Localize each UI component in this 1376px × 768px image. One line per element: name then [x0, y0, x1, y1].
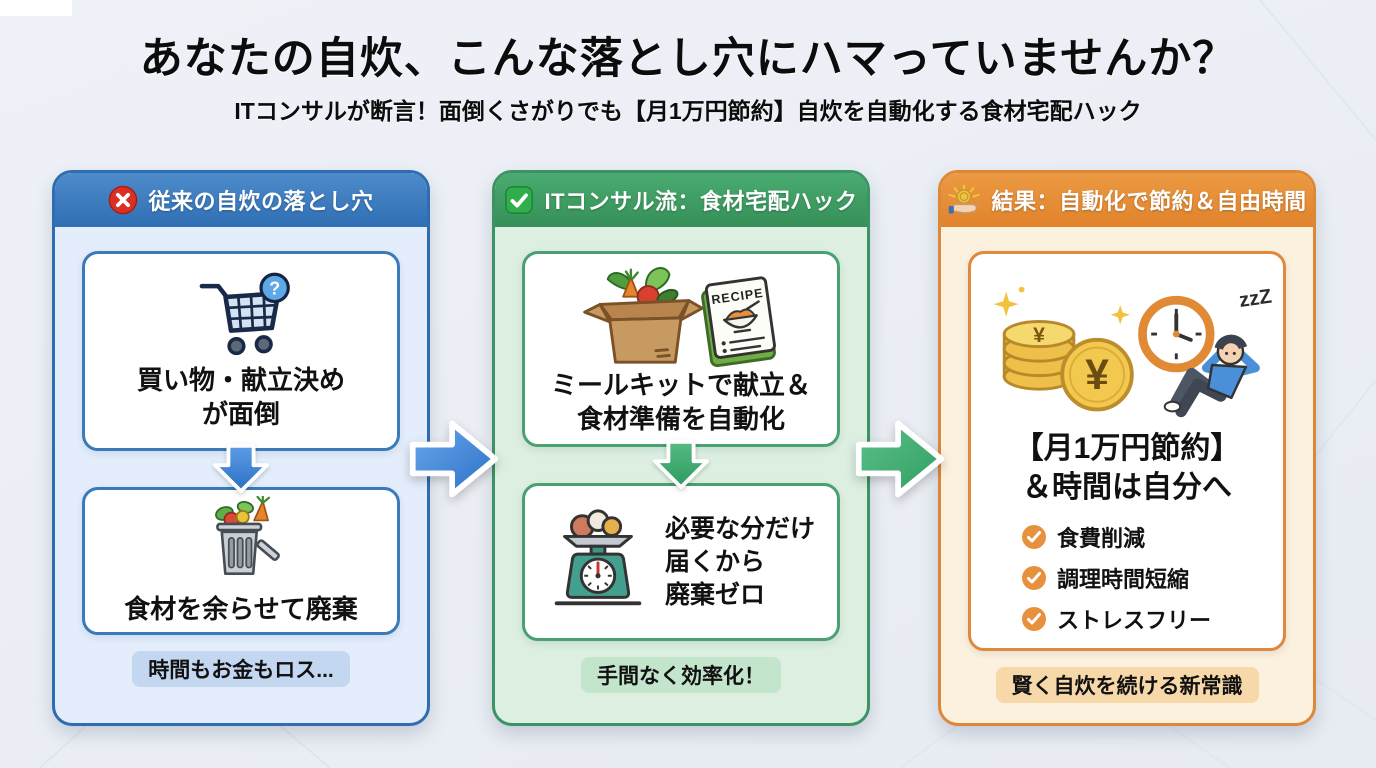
svg-text:?: ? [269, 278, 280, 298]
problem-footer-badge: 時間もお金もロス... [132, 651, 350, 687]
card-shopping-hassle: ? 買い物・献立決め が面倒 [82, 251, 400, 451]
check-circle-icon [1022, 524, 1046, 549]
page-subtitle: ITコンサルが断言！面倒くさがりでも【月1万円節約】自炊を自動化する食材宅配ハッ… [234, 98, 1142, 124]
result-headline: 【月1万円節約】 ＆時間は自分へ [1013, 431, 1241, 504]
check-circle-icon [1022, 565, 1046, 590]
column-problem-header: 従来の自炊の落とし穴 [55, 173, 427, 227]
recipe-book-icon: RECIPE [701, 276, 776, 367]
column-result-footer: 賢く自炊を続ける新常識 [968, 667, 1286, 703]
card-result: ¥ ¥ zzZ [968, 251, 1286, 651]
svg-text:zzZ: zzZ [1238, 285, 1273, 311]
corner-box [0, 0, 72, 16]
card-shopping-hassle-text: 買い物・献立決め が面倒 [136, 364, 345, 429]
checklist-item: 調理時間短縮 [1021, 562, 1211, 594]
red-x-icon [108, 185, 138, 215]
green-check-icon [504, 185, 534, 215]
mealkit-box-recipe-icon: RECIPE [583, 266, 776, 367]
trash-waste-icon [215, 495, 280, 575]
result-footer-badge: 賢く自炊を続ける新常識 [995, 667, 1259, 703]
card-mealkit-text: ミールキットで献立＆ 食材準備を自動化 [550, 369, 811, 434]
savings-free-time-icon: ¥ ¥ zzZ [993, 285, 1273, 417]
column-problem-footer: 時間もお金もロス... [82, 651, 400, 687]
down-arrow-icon [652, 439, 710, 490]
card-food-waste-text: 食材を余らせて廃棄 [124, 593, 358, 624]
solution-footer-badge: 手間なく効率化！ [581, 657, 781, 693]
check-circle-icon [1022, 606, 1046, 631]
clock-icon [1138, 295, 1215, 372]
checklist-item: 食費削減 [1021, 521, 1211, 553]
card-food-waste: 食材を余らせて廃棄 [82, 487, 400, 635]
column-solution-header-label: ITコンサル流：食材宅配ハック [544, 189, 858, 214]
flow-arrow-blue-icon [409, 420, 499, 498]
checklist-item-label: ストレスフリー [1057, 607, 1212, 633]
flow-arrow-green-icon [855, 420, 945, 498]
column-solution-footer: 手間なく効率化！ [522, 657, 840, 693]
column-solution: ITコンサル流：食材宅配ハック [492, 170, 870, 726]
page-title: あなたの自炊、こんな落とし穴にハマっていませんか？ [139, 35, 1237, 83]
coins-icon: ¥ ¥ [1002, 319, 1134, 411]
column-result-header: 結果：自動化で節約＆自由時間 [941, 173, 1313, 227]
column-problem: 従来の自炊の落とし穴 ? 買い物・献立決め が面倒 [52, 170, 430, 726]
card-zero-waste: 必要な分だけ 届くから 廃棄ゼロ [522, 483, 840, 641]
sparkle-icon [993, 286, 1130, 324]
checklist-item: ストレスフリー [1021, 603, 1211, 635]
result-checklist: 食費削減 調理時間短縮 ストレスフリー [1021, 521, 1211, 635]
card-mealkit: RECIPE ミールキットで献立＆ 食材準備を自動化 [522, 251, 840, 447]
card-zero-waste-text: 必要な分だけ 届くから 廃棄ゼロ [665, 514, 816, 609]
cart-question-icon: ? [199, 272, 290, 355]
column-problem-header-label: 従来の自炊の落とし穴 [148, 189, 374, 214]
column-result-header-label: 結果：自動化で節約＆自由時間 [991, 189, 1307, 214]
coin-hand-icon [947, 184, 981, 216]
svg-text:¥: ¥ [1033, 322, 1045, 346]
checklist-item-label: 食費削減 [1057, 525, 1146, 551]
down-arrow-icon [212, 443, 270, 494]
column-result: 結果：自動化で節約＆自由時間 ¥ [938, 170, 1316, 726]
svg-text:¥: ¥ [1085, 351, 1109, 399]
column-solution-header: ITコンサル流：食材宅配ハック [495, 173, 867, 227]
checklist-item-label: 調理時間短縮 [1057, 566, 1190, 592]
kitchen-scale-icon [554, 509, 642, 606]
